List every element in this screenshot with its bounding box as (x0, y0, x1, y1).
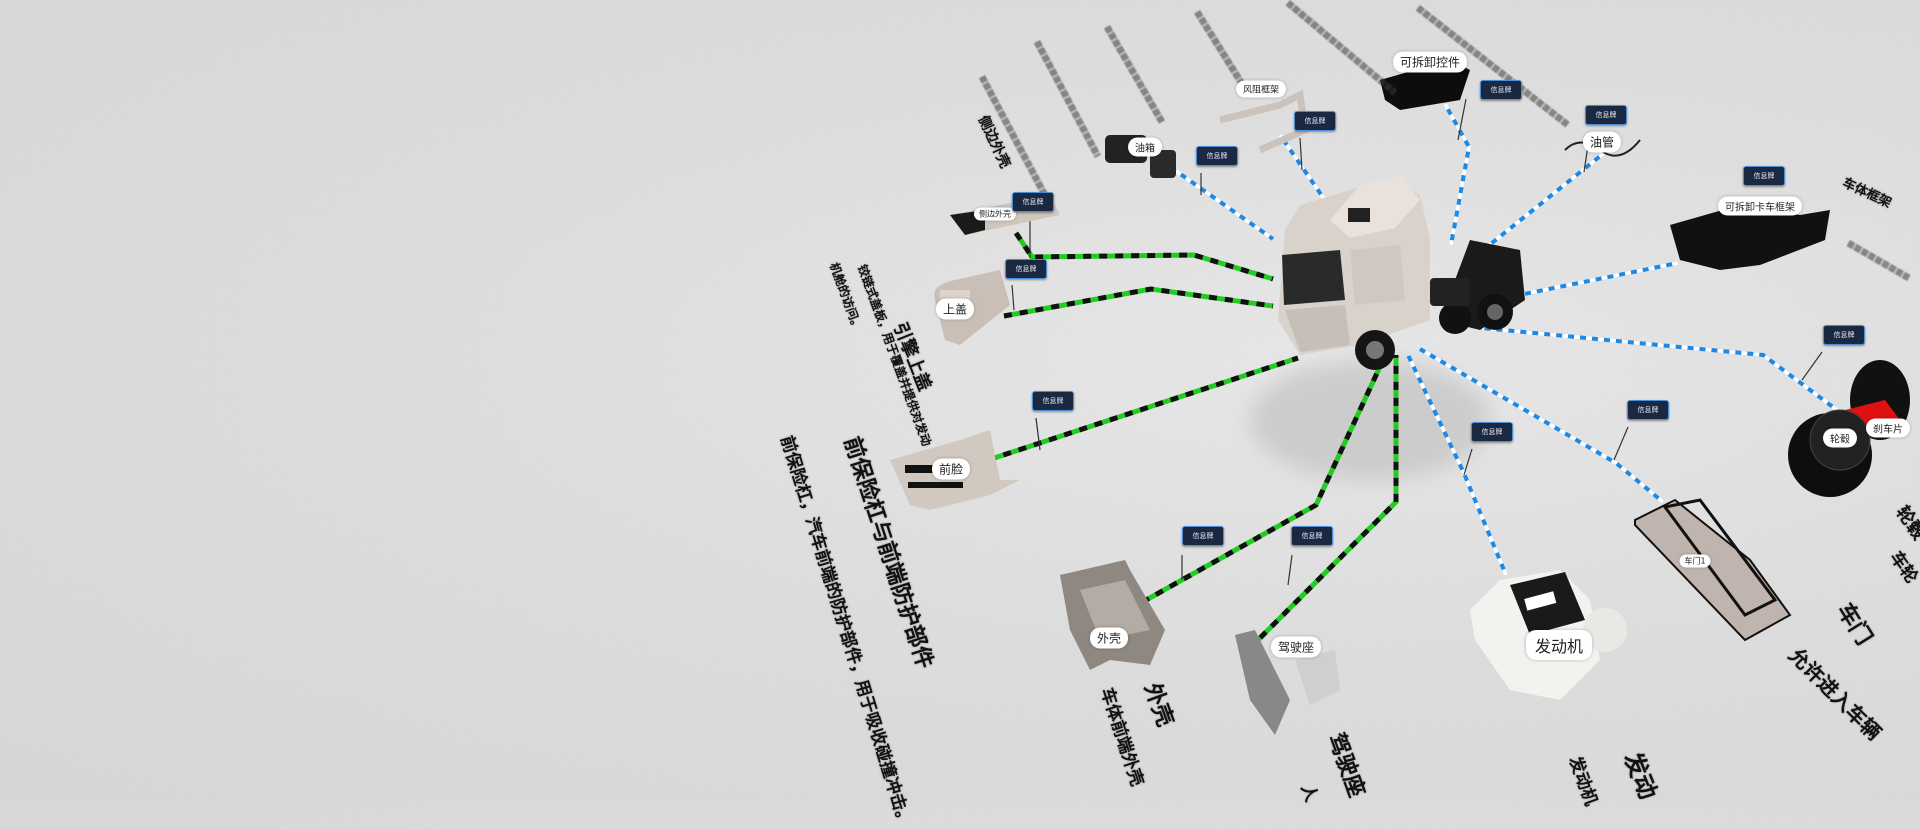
label-truck-frame[interactable]: 可拆卸卡车框架 (1718, 196, 1802, 216)
part-truck-frame-model[interactable] (1670, 205, 1830, 270)
label-shell[interactable]: 外壳 (1089, 627, 1129, 649)
info-tag-driver-seat[interactable]: 信息牌 (1291, 526, 1333, 546)
info-tag-removable-control[interactable]: 信息牌 (1480, 80, 1522, 100)
label-engine[interactable]: 发动机 (1525, 630, 1593, 660)
structure-links (972, 231, 1399, 651)
label-fuel-tank[interactable]: 油箱 (1128, 137, 1162, 157)
info-tag-hub[interactable]: 信息牌 (1823, 325, 1865, 345)
info-tag-side-shell[interactable]: 信息牌 (1012, 192, 1054, 212)
tag-stems (1011, 98, 1823, 586)
label-front-face[interactable]: 前脸 (931, 458, 971, 480)
label-driver-seat[interactable]: 驾驶座 (1270, 636, 1322, 658)
part-shell-model[interactable] (1060, 560, 1165, 670)
info-tag-truck-frame[interactable]: 信息牌 (1743, 166, 1785, 186)
info-tag-top-cover[interactable]: 信息牌 (1005, 259, 1047, 279)
part-removable-control-model[interactable] (1380, 60, 1470, 110)
label-brake-pad[interactable]: 刹车片 (1866, 418, 1910, 438)
part-door-model[interactable] (1634, 498, 1792, 642)
info-tag-shell[interactable]: 信息牌 (1182, 526, 1224, 546)
part-wind-frame-model[interactable] (1219, 89, 1309, 154)
info-tag-oil-pipe[interactable]: 信息牌 (1585, 105, 1627, 125)
info-tag-front-face[interactable]: 信息牌 (1032, 391, 1074, 411)
label-hub[interactable]: 轮毂 (1823, 428, 1857, 448)
label-door[interactable]: 车门1 (1679, 554, 1711, 568)
component-links (1174, 103, 1839, 576)
label-removable-control[interactable]: 可拆卸控件 (1392, 51, 1468, 73)
label-wind-frame[interactable]: 风阻框架 (1235, 80, 1287, 98)
info-tag-fuel-tank[interactable]: 信息牌 (1196, 146, 1238, 166)
info-tag-wind-frame[interactable]: 信息牌 (1294, 111, 1336, 131)
label-side-shell[interactable]: 侧边外壳 (974, 207, 1016, 221)
part-driver-seat-model[interactable] (1235, 630, 1340, 735)
label-top-cover[interactable]: 上盖 (935, 298, 975, 320)
truck-model[interactable] (1278, 175, 1525, 370)
info-tag-door[interactable]: 信息牌 (1627, 400, 1669, 420)
label-oil-pipe[interactable]: 油管 (1582, 131, 1622, 153)
info-tag-engine[interactable]: 信息牌 (1471, 422, 1513, 442)
